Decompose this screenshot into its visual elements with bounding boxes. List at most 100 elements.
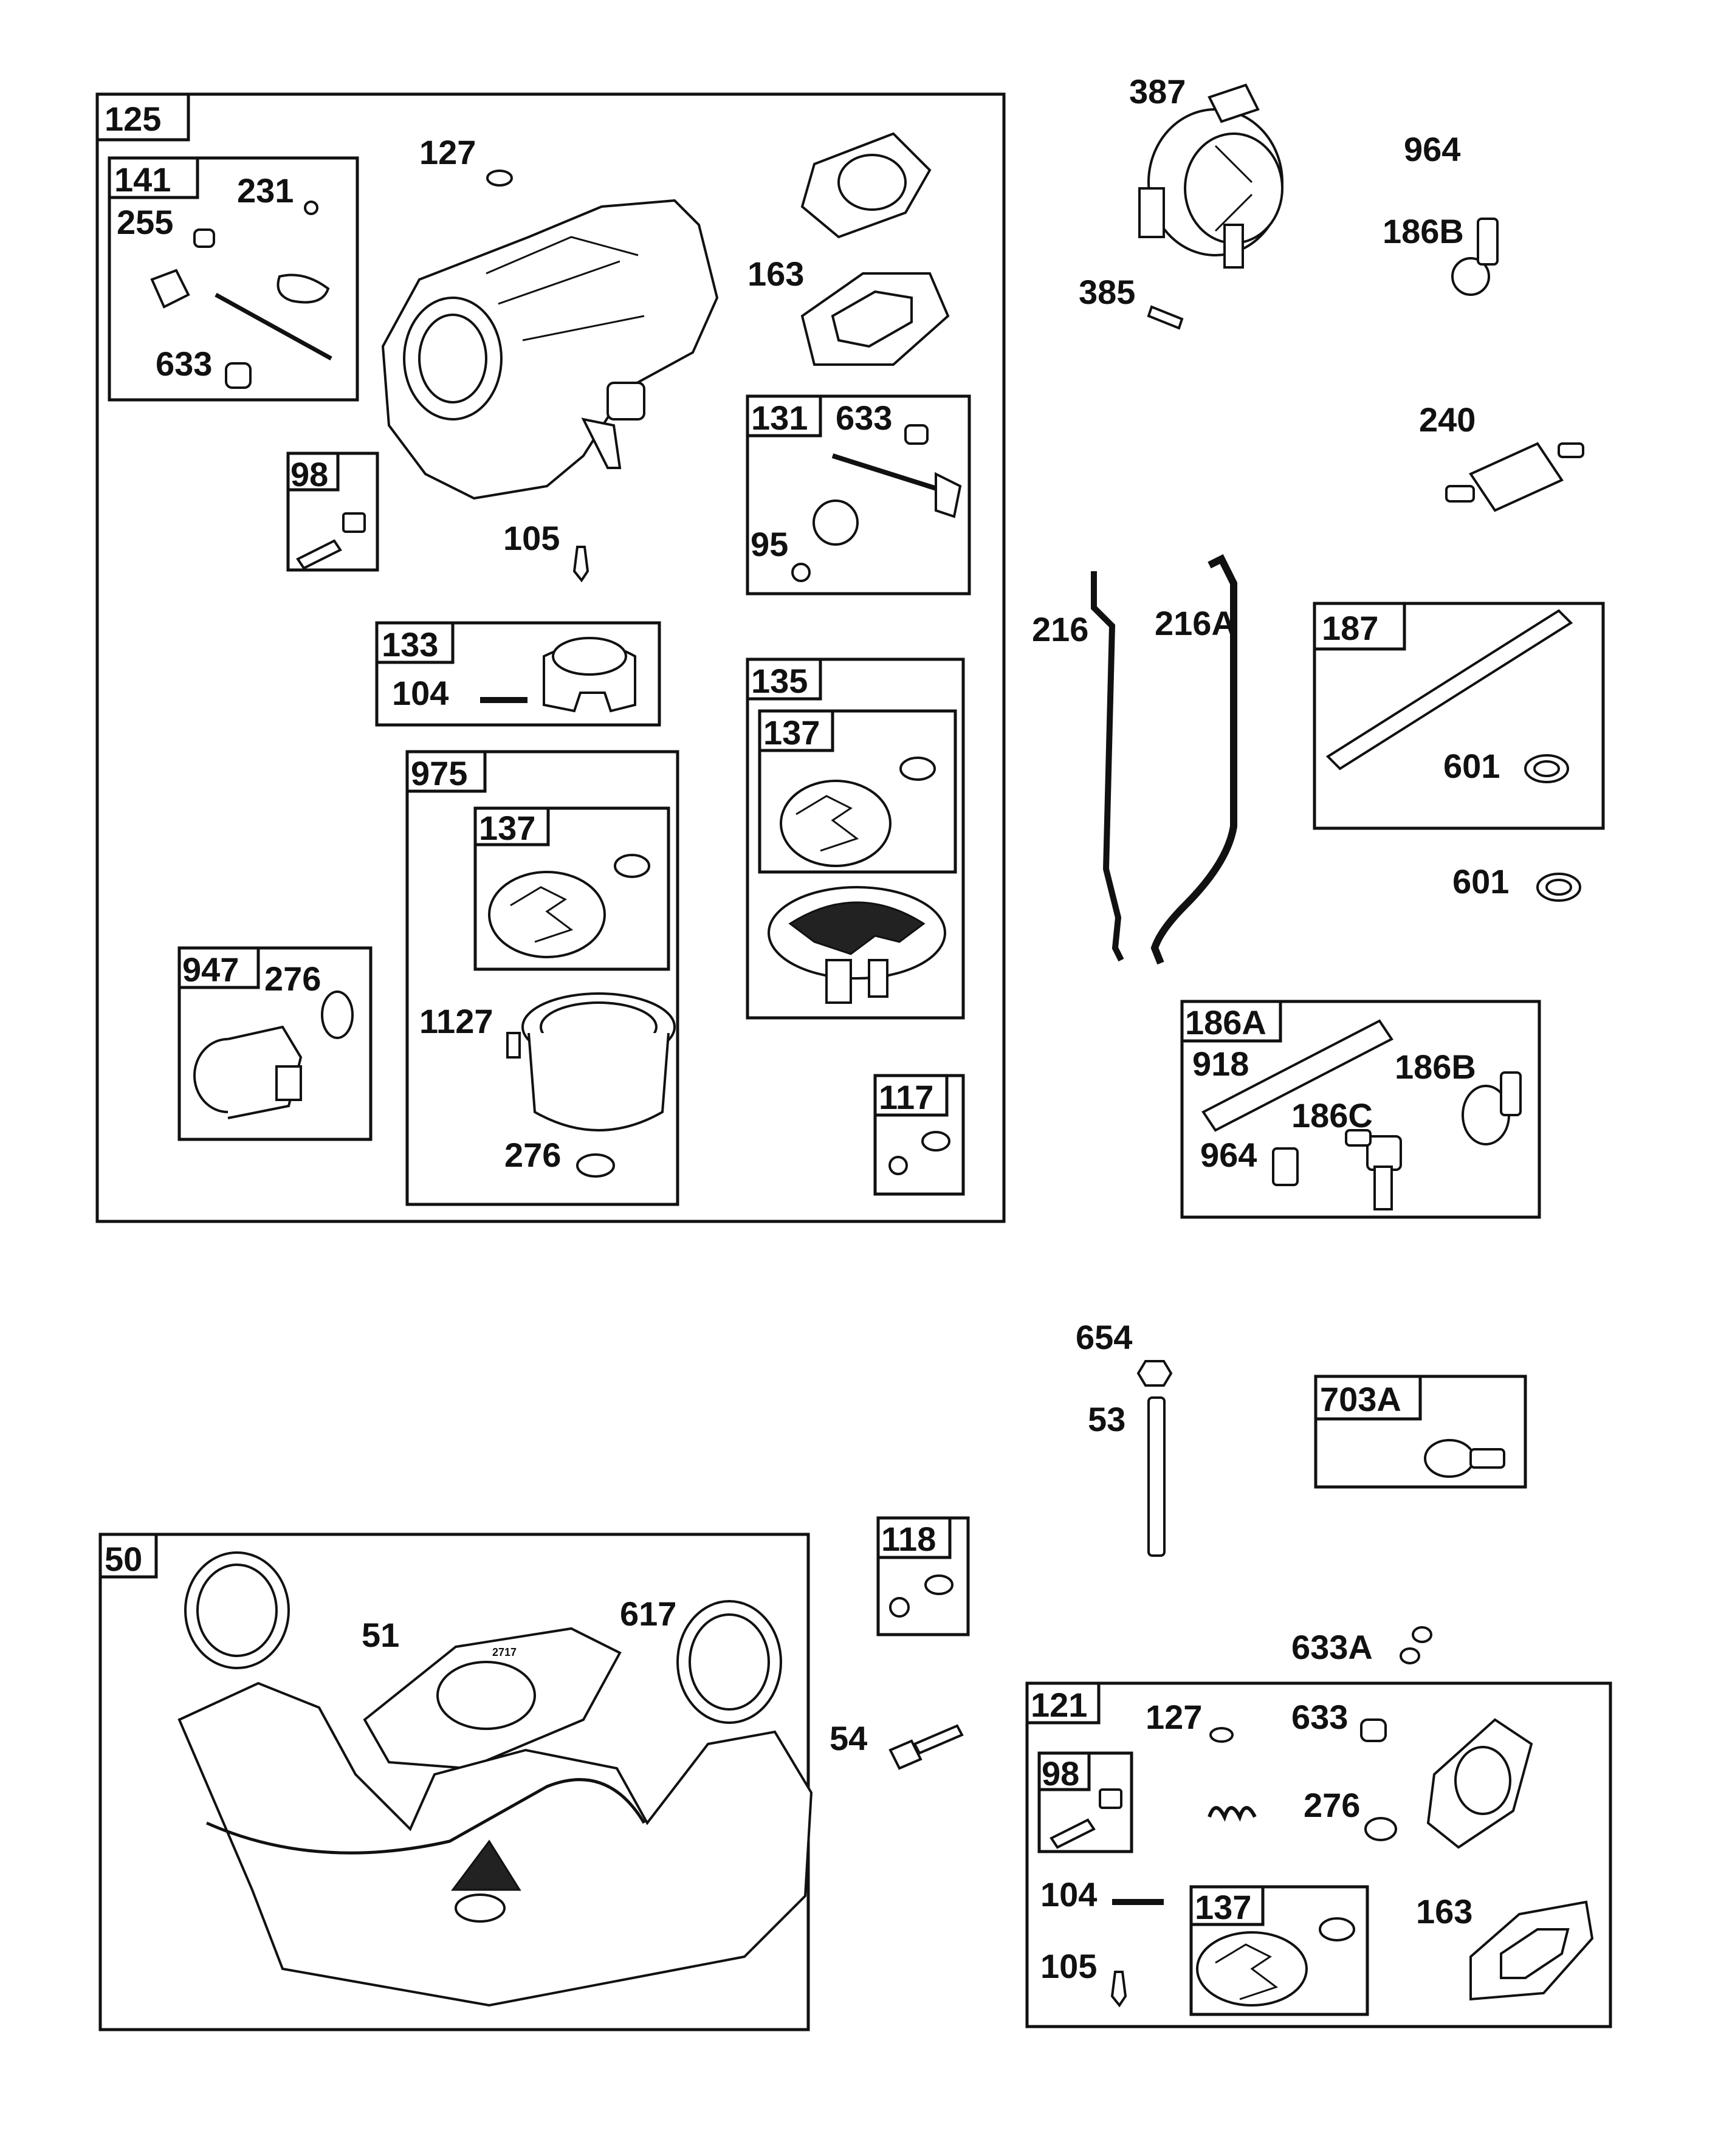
group-187-frame	[1313, 602, 1605, 830]
clamp-601-187	[1524, 754, 1569, 783]
part-51-label: 51	[362, 1616, 399, 1654]
group-125-frame	[95, 92, 1006, 1223]
part-163-gasket	[800, 272, 950, 366]
carburetor-body	[381, 199, 719, 500]
part-216-label: 216	[1032, 610, 1088, 648]
spring-part	[1208, 1806, 1257, 1822]
part-54-bolt	[888, 1724, 964, 1770]
group-703A-tag	[1314, 1375, 1422, 1421]
group-98-label: 98	[290, 455, 328, 493]
group-50-label: 50	[105, 1540, 142, 1578]
group-137-frame-kit	[1189, 1885, 1369, 2016]
part-964-label-top: 964	[1404, 130, 1460, 168]
part-633-label: 633	[156, 345, 212, 383]
idle-screw-parts-kit	[1050, 1788, 1122, 1849]
group-133-label: 133	[382, 625, 438, 664]
group-125-tag	[95, 92, 190, 142]
group-186A-frame	[1180, 1000, 1541, 1219]
part-601-label-loose: 601	[1452, 862, 1509, 901]
part-255-label: 255	[117, 203, 173, 241]
group-98-tag	[286, 451, 340, 492]
intake-manifold	[177, 1681, 813, 2007]
part-104-label: 104	[392, 674, 448, 712]
group-131-frame	[746, 394, 971, 596]
part-240-label: 240	[1419, 400, 1476, 439]
part-216A-rod	[1150, 554, 1237, 965]
group-137-tag-kit	[1189, 1885, 1265, 1926]
part-163-gasket-top	[800, 132, 932, 239]
fitting-186B-kit	[1462, 1071, 1522, 1145]
part-163-label-kit: 163	[1416, 1892, 1472, 1931]
group-121-tag	[1025, 1681, 1101, 1725]
part-186C-label: 186C	[1291, 1096, 1373, 1135]
group-137-tag-b	[473, 806, 550, 846]
group-187-label: 187	[1322, 609, 1378, 647]
group-975-frame	[405, 750, 679, 1206]
throttle-shaft-parts	[791, 453, 962, 582]
part-186B-label-top: 186B	[1383, 212, 1464, 250]
float-part	[543, 637, 636, 713]
part-601-label-187: 601	[1443, 747, 1500, 785]
group-703A-label: 703A	[1320, 1380, 1401, 1418]
part-1127-screw	[506, 1032, 521, 1059]
group-133-frame	[375, 621, 661, 727]
part-231-label: 231	[237, 171, 294, 210]
part-633-label-kit: 633	[1291, 1698, 1348, 1736]
group-118-tag	[876, 1516, 952, 1559]
part-633A-label: 633A	[1291, 1628, 1373, 1666]
part-276-washer-kit	[1364, 1817, 1397, 1841]
group-98-tag-kit	[1037, 1751, 1091, 1791]
group-137-frame-a	[758, 709, 957, 874]
gasket-137-kit	[1196, 1917, 1355, 2007]
part-127-label-kit: 127	[1146, 1698, 1202, 1736]
part-385-screw	[1147, 305, 1184, 330]
part-964-sleeve	[1272, 1147, 1299, 1186]
part-1127-label: 1127	[419, 1002, 493, 1040]
group-50-tag	[98, 1533, 158, 1579]
part-105-label-kit: 105	[1040, 1947, 1097, 1985]
part-127-oring	[486, 170, 513, 187]
choke-shaft-parts	[150, 201, 332, 389]
group-117-label: 117	[879, 1078, 933, 1116]
part-387-label: 387	[1129, 72, 1186, 111]
part-633-bushing-kit	[1360, 1718, 1387, 1742]
gasket-stamp: 2717	[492, 1646, 517, 1658]
group-121-label: 121	[1031, 1686, 1087, 1724]
group-187-tag	[1313, 602, 1406, 651]
fuel-filter	[1445, 442, 1584, 512]
group-131-tag	[746, 394, 822, 438]
group-141-frame	[108, 156, 359, 402]
group-98-label-kit: 98	[1042, 1754, 1079, 1793]
group-141-label: 141	[114, 160, 171, 199]
group-131-label: 131	[751, 399, 808, 437]
part-216-rod	[1091, 571, 1124, 962]
solenoid	[193, 1025, 303, 1119]
part-633-label-131: 633	[836, 399, 892, 437]
gasket-137-b	[488, 854, 650, 958]
part-186B-label-kit: 186B	[1395, 1048, 1476, 1086]
part-53-stud	[1147, 1396, 1166, 1557]
group-121-frame	[1025, 1681, 1612, 2028]
part-163-gasket-kit	[1469, 1900, 1594, 2001]
part-617-label: 617	[620, 1595, 676, 1633]
part-105-label: 105	[503, 519, 560, 557]
group-947-frame	[177, 946, 373, 1141]
part-633A-bushings	[1400, 1626, 1432, 1664]
part-633-bushing	[904, 424, 929, 445]
part-276-label-975: 276	[504, 1136, 561, 1174]
part-216A-label: 216A	[1155, 604, 1236, 642]
part-276-washer-947	[321, 990, 354, 1039]
part-127-oring-kit	[1209, 1727, 1234, 1743]
group-186A-label: 186A	[1185, 1003, 1266, 1042]
fitting-186B-top	[1451, 218, 1499, 296]
group-137-tag-a	[758, 709, 834, 752]
part-617-gasket	[676, 1600, 782, 1724]
part-127-label: 127	[419, 133, 476, 171]
part-95-label: 95	[751, 525, 788, 563]
part-654-label: 654	[1076, 1318, 1132, 1356]
group-975-tag	[405, 750, 487, 793]
part-964-label-kit: 964	[1200, 1136, 1257, 1174]
group-133-tag	[375, 621, 455, 664]
fitting-186C	[1345, 1129, 1402, 1210]
group-947-tag	[177, 946, 260, 989]
